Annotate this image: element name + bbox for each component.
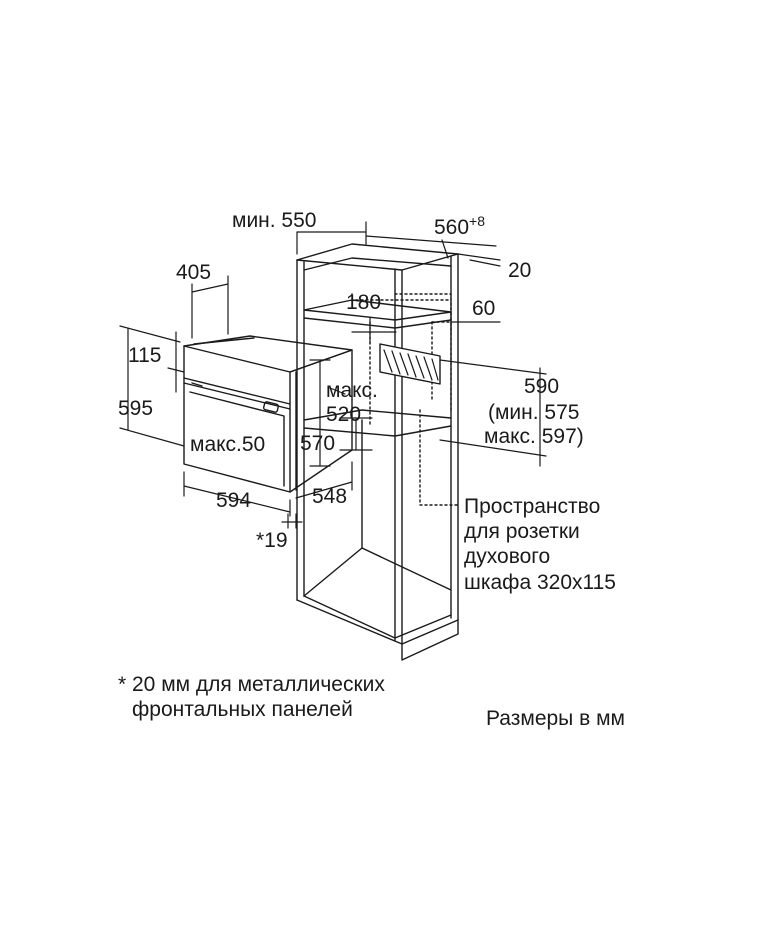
dim-595: 595 [118, 397, 154, 420]
dim-560-value: 560 [434, 216, 470, 239]
dim-594: 594 [216, 489, 252, 512]
dim-548: 548 [312, 485, 348, 508]
dim-max50: макс.50 [190, 433, 266, 456]
socket-note-line-1: Пространство [464, 495, 601, 518]
footnote-line-2: фронтальных панелей [132, 698, 353, 722]
oven-outline [183, 335, 353, 493]
dim-115: 115 [128, 344, 162, 367]
dimension-lines [119, 221, 547, 529]
dim-180: 180 [346, 291, 382, 314]
socket-note-line-2: для розетки [464, 520, 580, 544]
units-note: Размеры в мм [486, 707, 625, 730]
dim-590: 590 [524, 375, 560, 398]
dim-20: 20 [508, 259, 532, 282]
dim-max-597: макс. 597) [484, 425, 584, 448]
dim-560: 560+8 [434, 214, 485, 238]
socket-note: Пространство для розетки духового шкафа … [464, 494, 616, 595]
dim-60: 60 [472, 297, 496, 320]
dim-405: 405 [176, 261, 212, 284]
footnote: * 20 мм для металлических фронтальных па… [118, 672, 385, 722]
dim-max-520: 520 [326, 403, 362, 426]
dim-max-label: макс. [326, 379, 378, 402]
socket-box [379, 343, 441, 385]
dim-min-575: (мин. 575 [488, 401, 580, 424]
dim-min-550: мин. 550 [232, 209, 317, 232]
dim-560-tolerance: +8 [469, 213, 486, 229]
footnote-line-1: * 20 мм для металлических [118, 673, 385, 696]
dim-570: 570 [300, 432, 336, 455]
socket-note-line-3: духового [464, 545, 551, 569]
socket-note-line-4: шкафа 320x115 [464, 570, 616, 594]
dim-star-19: *19 [256, 529, 288, 552]
